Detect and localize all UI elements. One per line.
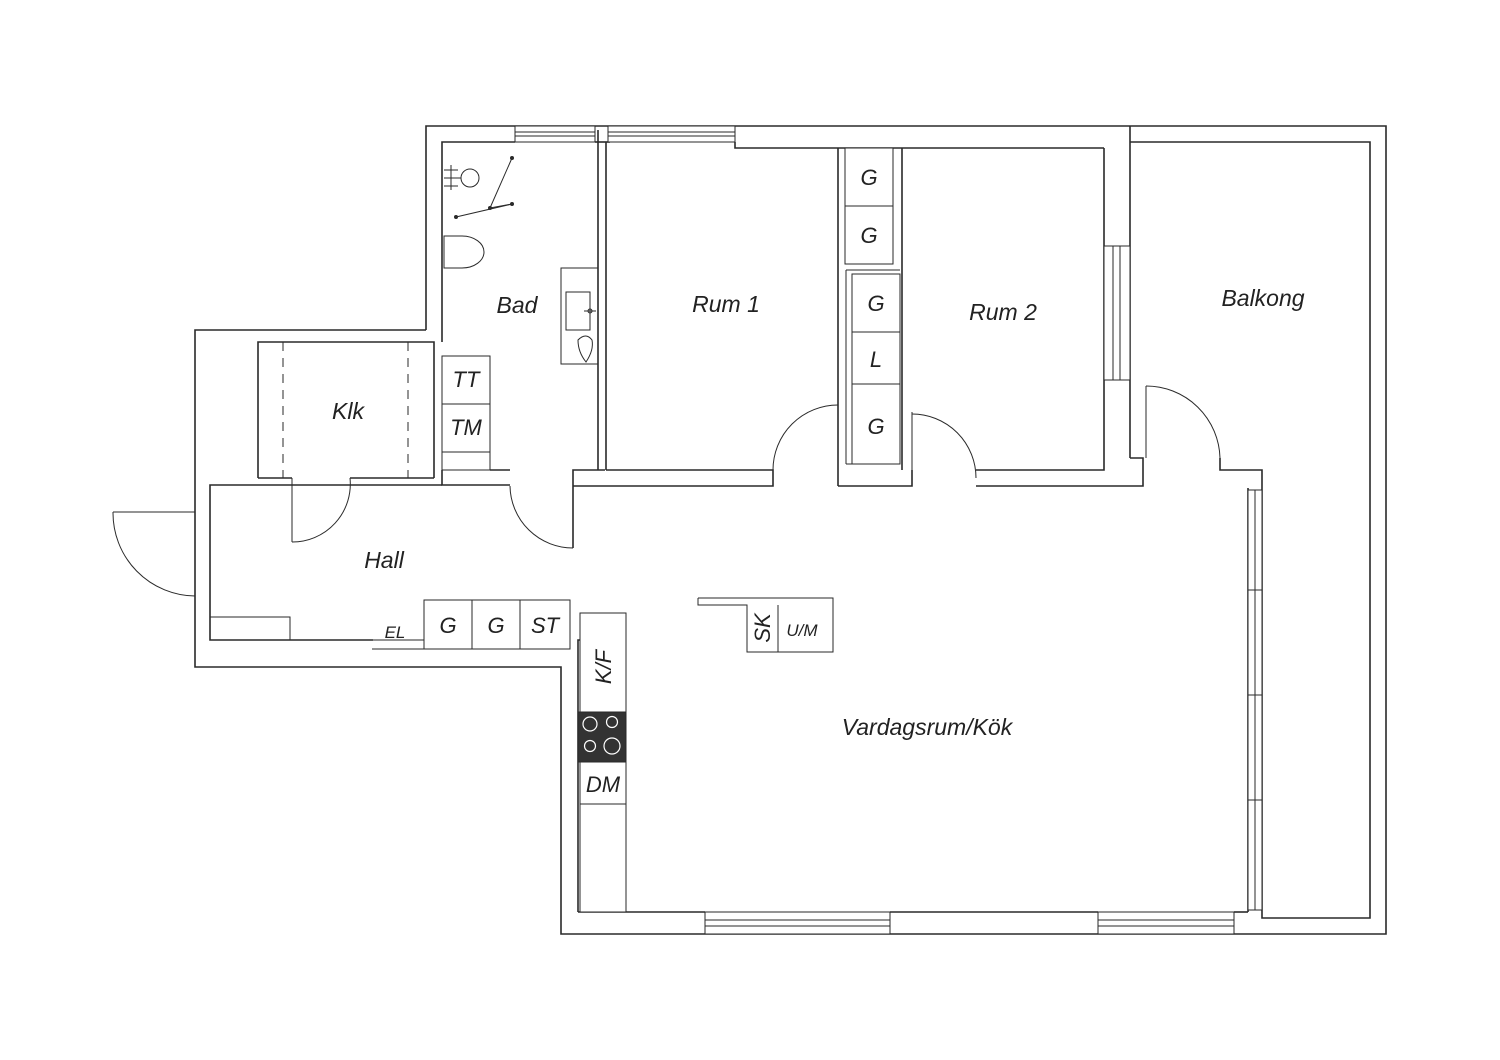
windows — [514, 125, 1263, 935]
washer-label: TM — [450, 415, 482, 440]
kitchen-fixtures — [577, 711, 627, 910]
closet-label: G — [867, 414, 884, 439]
room-label-hall: Hall — [364, 547, 405, 573]
washbasin-icon — [560, 267, 599, 365]
fixture-labels: G G G L G TT TM EL G G ST SK U/M K/F DM — [385, 165, 885, 797]
electric-panel-label: EL — [385, 623, 406, 642]
room-label-balkong: Balkong — [1221, 285, 1304, 311]
microwave-oven-label: U/M — [786, 621, 818, 640]
dryer-label: TT — [453, 367, 481, 392]
closet-rails — [282, 342, 409, 478]
dishwasher-label: DM — [586, 772, 621, 797]
closet-label: G — [860, 165, 877, 190]
doors — [112, 385, 1221, 597]
closet-label: G — [860, 223, 877, 248]
stove-icon — [577, 711, 627, 763]
fridge-freezer-label: K/F — [591, 648, 616, 684]
closet-label: G — [487, 613, 504, 638]
room-label-vardagsrum-kok: Vardagsrum/Kök — [842, 714, 1014, 740]
interior-walls — [209, 126, 1371, 919]
freezer-label: SK — [750, 612, 775, 643]
storage-label: ST — [531, 613, 561, 638]
room-label-klk: Klk — [332, 398, 365, 424]
closet-label: G — [867, 291, 884, 316]
shower-icon — [444, 156, 514, 219]
room-label-rum2: Rum 2 — [969, 299, 1037, 325]
room-label-rum1: Rum 1 — [692, 291, 760, 317]
room-labels: Bad Rum 1 Rum 2 Balkong Klk Hall Vardags… — [332, 285, 1305, 740]
toilet-icon — [443, 235, 485, 269]
room-label-bad: Bad — [497, 292, 539, 318]
bathroom-fixtures — [443, 156, 599, 365]
cabinets — [372, 147, 901, 913]
outer-walls — [194, 125, 1387, 935]
linen-closet-label: L — [870, 347, 882, 372]
closet-label: G — [439, 613, 456, 638]
